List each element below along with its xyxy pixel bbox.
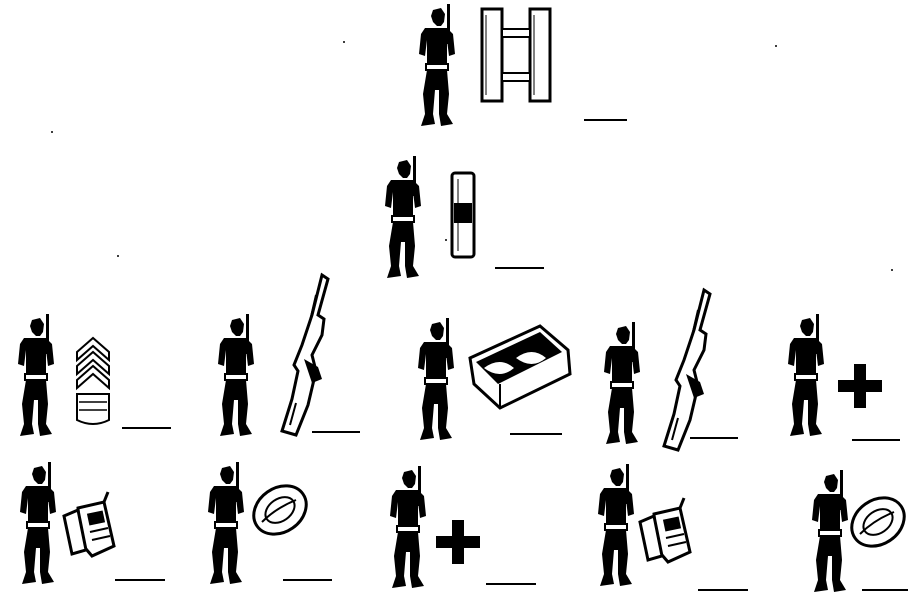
unit-rifleman-1 [218, 275, 360, 436]
captain-bars-icon [482, 9, 550, 101]
unit-medic-2 [390, 466, 536, 588]
soldier-icon [788, 314, 824, 436]
soldier-icon [604, 322, 640, 444]
soldier-icon [390, 466, 426, 588]
soldier-icon [812, 470, 848, 592]
row-third [18, 275, 900, 450]
row-leader [419, 4, 627, 126]
row-fourth [20, 462, 910, 592]
unit-leader [419, 4, 627, 126]
unit-sergeant [18, 314, 171, 436]
rifle-icon [282, 275, 328, 435]
soldier-icon [18, 314, 54, 436]
unit-rifleman-2 [604, 290, 738, 450]
soldier-icon [208, 462, 244, 584]
helmet-icon [244, 476, 315, 544]
radio-icon [64, 492, 114, 556]
soldier-icon [418, 318, 454, 440]
soldier-icon [20, 462, 56, 584]
soldier-icon [218, 314, 254, 436]
rifle-icon [664, 290, 710, 450]
unit-second [385, 156, 544, 278]
unit-helmet-1 [208, 462, 332, 584]
unit-helmet-2 [812, 470, 910, 592]
sergeant-chevrons-icon [77, 338, 109, 424]
helmet-icon [842, 488, 910, 556]
row-second [385, 156, 544, 278]
unit-radio-1 [20, 462, 165, 584]
medic-cross-icon [838, 364, 882, 408]
unit-medic-1 [788, 314, 900, 440]
soldier-icon [385, 156, 421, 278]
lieutenant-bar-icon [452, 173, 474, 257]
unit-radio-2 [598, 464, 748, 590]
ammo-box-icon [470, 326, 570, 408]
soldier-icon [419, 4, 455, 126]
unit-ammo [418, 318, 570, 440]
medic-cross-icon [436, 520, 480, 564]
radio-icon [640, 498, 690, 562]
soldier-icon [598, 464, 634, 586]
